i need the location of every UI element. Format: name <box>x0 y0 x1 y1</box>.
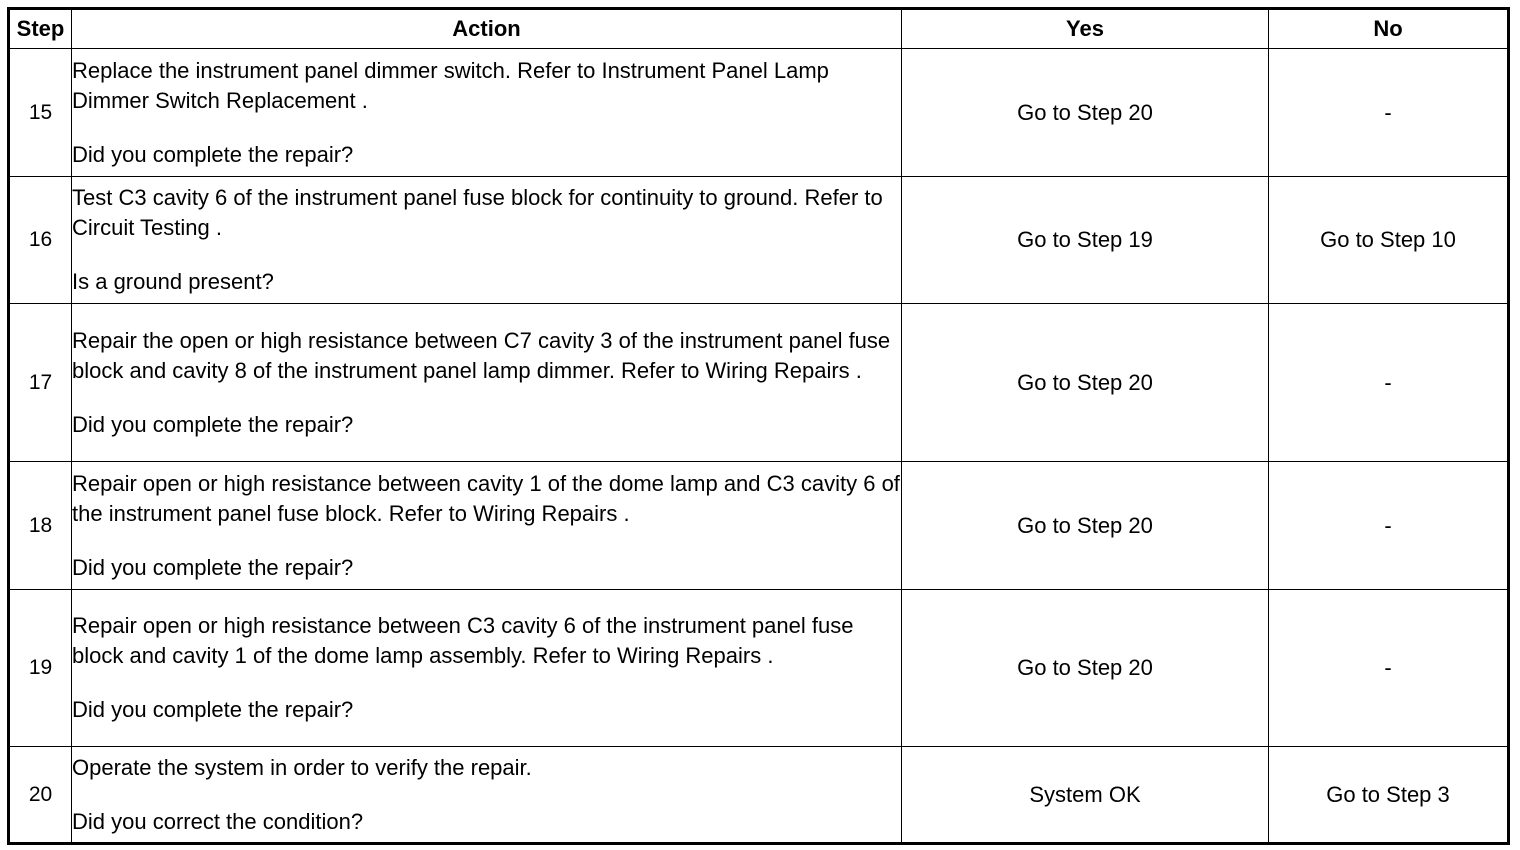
action-cell: Operate the system in order to verify th… <box>71 746 902 844</box>
action-cell: Repair open or high resistance between C… <box>71 589 902 747</box>
yes-result: Go to Step 20 <box>901 48 1269 177</box>
table-row: 15 Replace the instrument panel dimmer s… <box>8 48 1509 177</box>
action-instruction: Replace the instrument panel dimmer swit… <box>72 57 829 113</box>
header-step: Step <box>8 8 72 49</box>
action-instruction: Repair open or high resistance between c… <box>72 470 900 526</box>
action-instruction: Test C3 cavity 6 of the instrument panel… <box>72 185 883 240</box>
step-number: 20 <box>8 746 72 844</box>
action-question: Did you complete the repair? <box>72 554 354 580</box>
action-question: Is a ground present? <box>72 269 274 294</box>
yes-result: Go to Step 20 <box>901 303 1269 462</box>
step-number: 18 <box>8 461 72 590</box>
yes-result: System OK <box>901 746 1269 844</box>
step-number: 16 <box>8 176 72 304</box>
header-no: No <box>1268 8 1509 49</box>
action-cell: Repair the open or high resistance betwe… <box>71 303 902 462</box>
header-yes: Yes <box>901 8 1269 49</box>
step-number: 19 <box>8 589 72 747</box>
action-question: Did you complete the repair? <box>72 411 354 437</box>
table-row: 18 Repair open or high resistance betwee… <box>8 461 1509 590</box>
yes-result: Go to Step 20 <box>901 461 1269 590</box>
action-instruction: Operate the system in order to verify th… <box>72 754 532 780</box>
diagnostic-table: Step Action Yes No 15 Replace the instru… <box>7 7 1510 845</box>
yes-result: Go to Step 20 <box>901 589 1269 747</box>
step-number: 15 <box>8 48 72 177</box>
action-instruction: Repair open or high resistance between C… <box>72 613 854 668</box>
header-row: Step Action Yes No <box>8 8 1509 49</box>
no-result: - <box>1268 48 1509 177</box>
header-action: Action <box>71 8 902 49</box>
action-cell: Repair open or high resistance between c… <box>71 461 902 590</box>
yes-result: Go to Step 19 <box>901 176 1269 304</box>
no-result: - <box>1268 589 1509 747</box>
action-instruction: Repair the open or high resistance betwe… <box>72 327 891 383</box>
action-question: Did you complete the repair? <box>72 141 354 167</box>
action-question: Did you correct the condition? <box>72 808 364 834</box>
table-row: 19 Repair open or high resistance betwee… <box>8 589 1509 747</box>
no-result: Go to Step 3 <box>1268 746 1509 844</box>
table-row: 20 Operate the system in order to verify… <box>8 746 1509 844</box>
action-cell: Test C3 cavity 6 of the instrument panel… <box>71 176 902 304</box>
no-result: Go to Step 10 <box>1268 176 1509 304</box>
action-cell: Replace the instrument panel dimmer swit… <box>71 48 902 177</box>
table-row: 17 Repair the open or high resistance be… <box>8 303 1509 462</box>
no-result: - <box>1268 303 1509 462</box>
action-question: Did you complete the repair? <box>72 697 354 722</box>
no-result: - <box>1268 461 1509 590</box>
step-number: 17 <box>8 303 72 462</box>
table-row: 16 Test C3 cavity 6 of the instrument pa… <box>8 176 1509 304</box>
